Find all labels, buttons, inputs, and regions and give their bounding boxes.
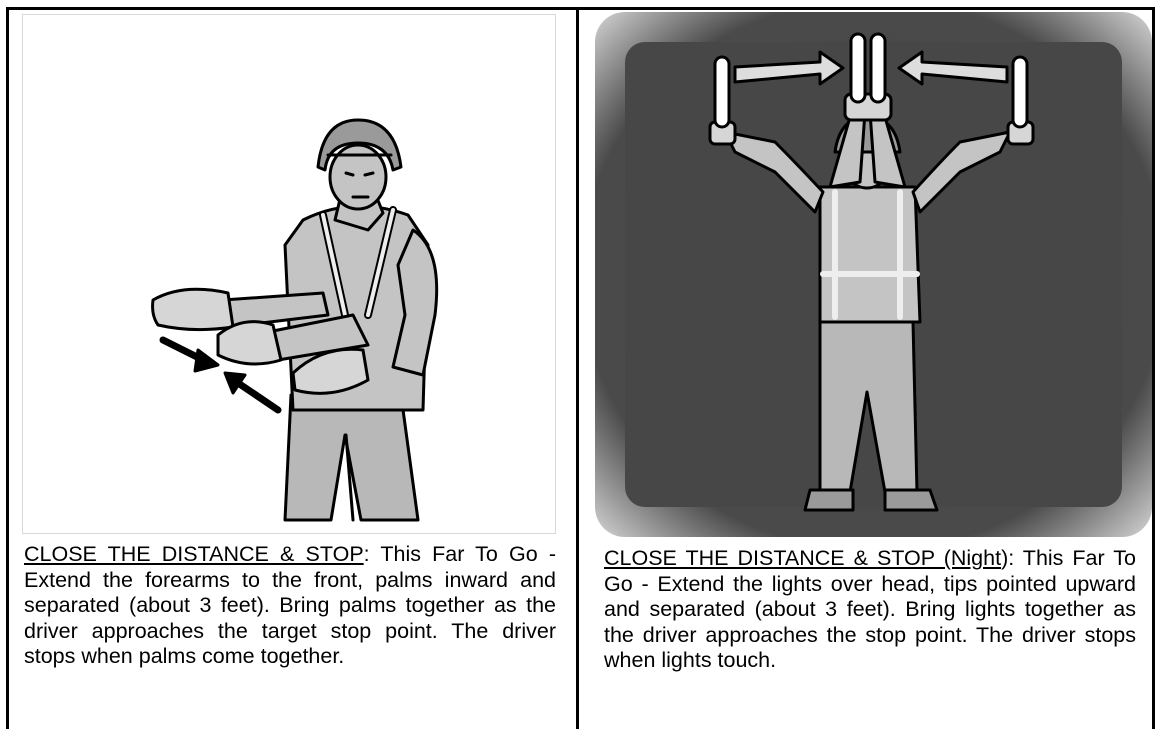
frame-center-divider: [576, 7, 579, 729]
night-signal-figure-icon: [595, 12, 1152, 537]
day-signal-caption: CLOSE THE DISTANCE & STOP: This Far To G…: [24, 542, 556, 670]
day-signal-illustration: [22, 14, 556, 534]
night-signal-caption: CLOSE THE DISTANCE & STOP (Night): This …: [604, 546, 1136, 674]
day-signal-title: CLOSE THE DISTANCE & STOP: [24, 542, 364, 566]
night-signal-illustration: [595, 12, 1152, 537]
frame-left-border: [6, 7, 9, 729]
night-signal-title: CLOSE THE DISTANCE & STOP (Night: [604, 546, 1001, 570]
day-signal-figure-icon: [23, 15, 555, 533]
frame-top-border: [6, 7, 1155, 10]
